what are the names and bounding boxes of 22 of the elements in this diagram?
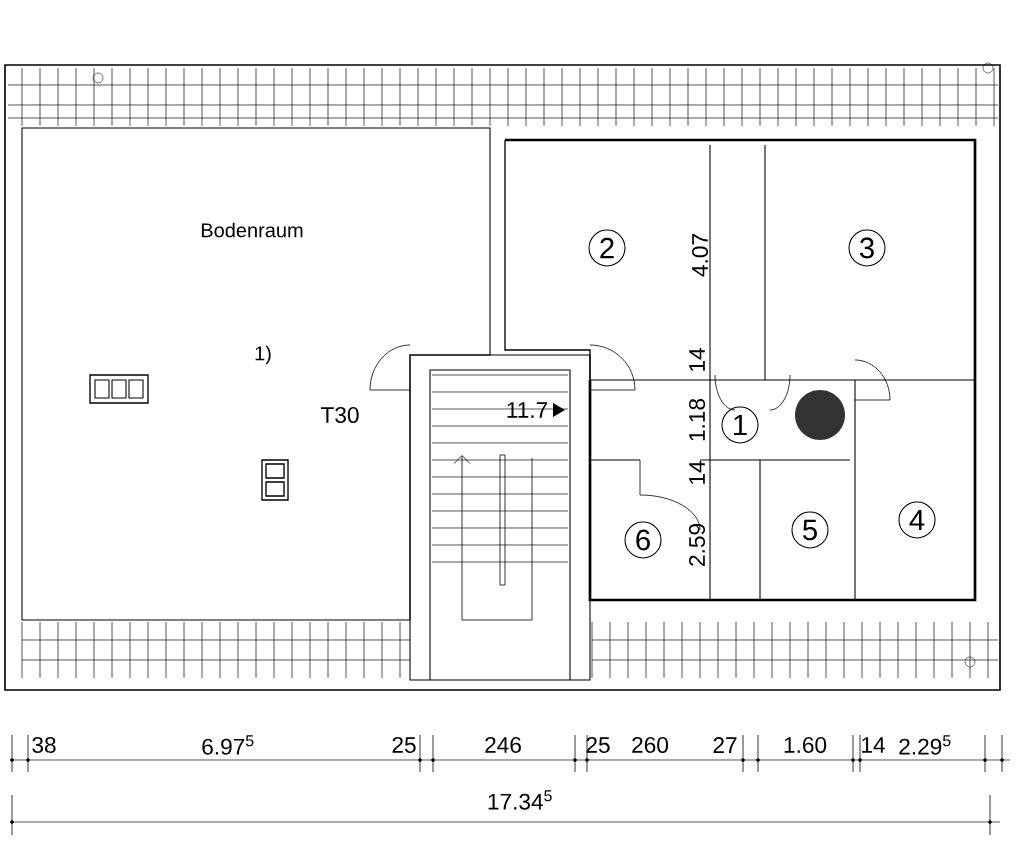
room-number: 2 <box>588 229 626 267</box>
dimension-label: 246 <box>485 736 521 754</box>
dimension-label: 14 <box>862 737 885 753</box>
door-label: T30 <box>321 406 359 424</box>
room-label: Bodenraum 1) <box>201 222 303 365</box>
room-number: 6 <box>624 521 662 559</box>
room-number: 3 <box>848 229 886 267</box>
dimension-label: 27 <box>713 737 737 753</box>
level-mark: 11.7 <box>507 402 548 418</box>
dimension-label: 2.29$^{5}$ <box>899 735 951 755</box>
dimension-label: 14 <box>689 348 705 371</box>
dimension-label: 260 <box>632 736 669 754</box>
room-number: 5 <box>791 511 829 549</box>
dimension-label: 25 <box>586 736 610 754</box>
dimension-label: 6.97$^{5}$ <box>202 735 254 755</box>
room-number: 4 <box>898 501 936 539</box>
dimension-label: 14 <box>689 461 705 484</box>
room-number: 1 <box>721 406 759 444</box>
dimension-label: 17.34$^{5}$ <box>488 790 552 810</box>
dimension-label: 1.60 <box>784 736 827 754</box>
dimension-label: 38 <box>32 736 56 754</box>
dimension-label: 25 <box>392 736 416 754</box>
